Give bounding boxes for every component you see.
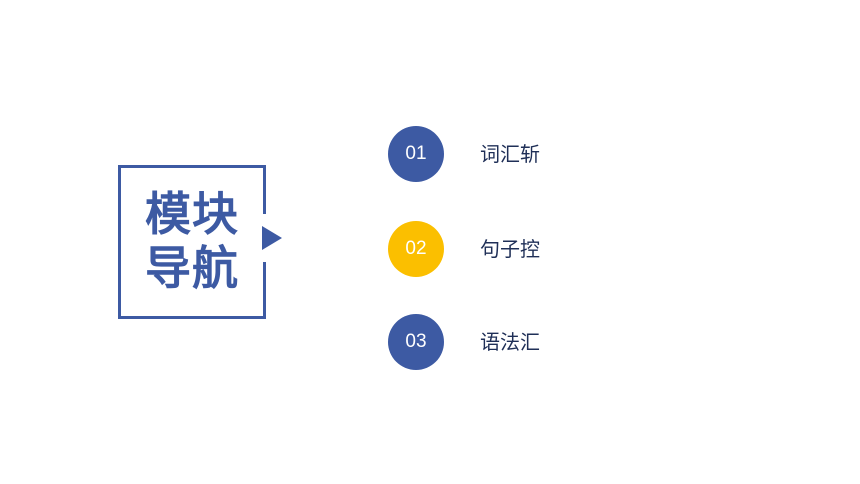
menu-item-sentences[interactable]: 02 句子控 bbox=[388, 221, 708, 277]
number-badge-03: 03 bbox=[388, 314, 444, 370]
title-line-2: 导航 bbox=[145, 241, 239, 295]
menu-label-grammar: 语法汇 bbox=[480, 330, 540, 354]
arrow-right-icon bbox=[262, 226, 282, 250]
menu-label-sentences: 句子控 bbox=[480, 237, 540, 261]
number-badge-02: 02 bbox=[388, 221, 444, 277]
number-badge-01: 01 bbox=[388, 126, 444, 182]
module-navigation-title: 模块 导航 bbox=[121, 187, 263, 295]
module-navigation-title-box: 模块 导航 bbox=[118, 165, 266, 319]
menu-item-grammar[interactable]: 03 语法汇 bbox=[388, 314, 708, 370]
title-line-1: 模块 bbox=[145, 187, 239, 241]
menu-item-vocabulary[interactable]: 01 词汇斩 bbox=[388, 126, 708, 182]
menu-label-vocabulary: 词汇斩 bbox=[480, 142, 540, 166]
